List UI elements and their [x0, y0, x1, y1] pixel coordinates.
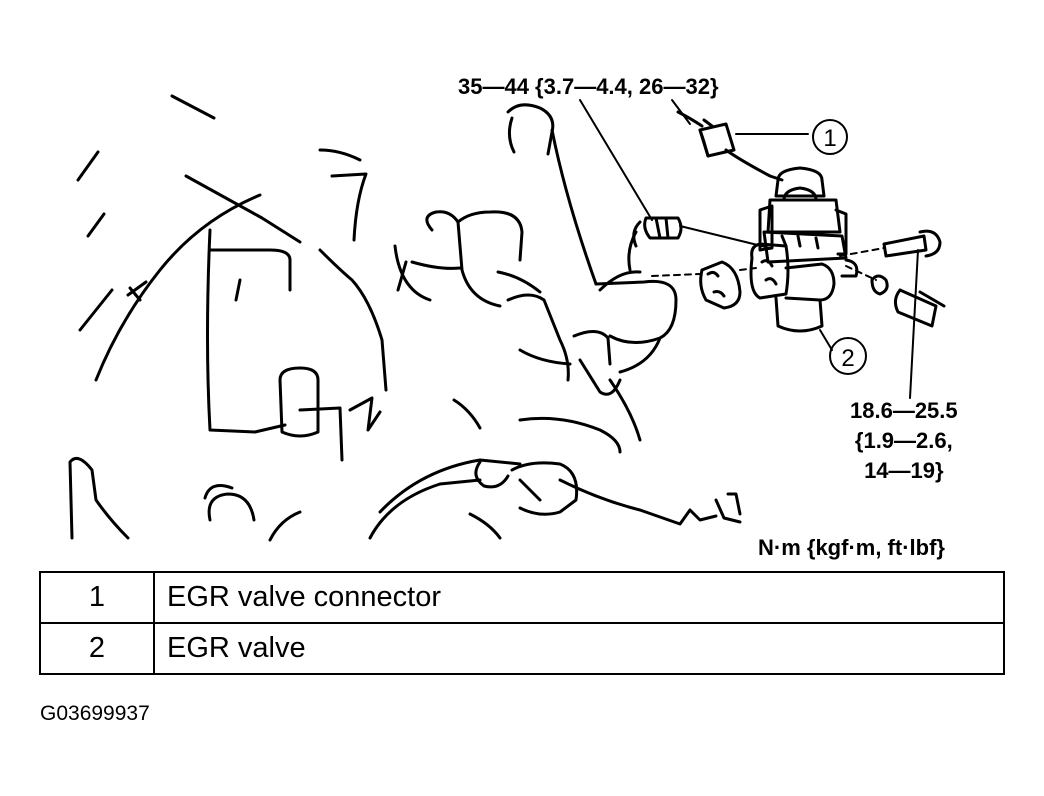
legend-description: EGR valve [153, 622, 1005, 675]
alignment-lines [651, 247, 885, 281]
legend-row: 2 EGR valve [39, 622, 1005, 675]
legend-number: 1 [39, 571, 155, 624]
gasket [699, 260, 742, 310]
torque-spec-bolt-line-3: 14—19} [864, 458, 944, 483]
torque-spec-bolt: 18.6—25.5 {1.9—2.6, 14—19} [850, 396, 958, 486]
torque-spec-bolt-line-1: 18.6—25.5 [850, 398, 958, 423]
marker-1-label: 1 [823, 125, 836, 152]
pipe-fitting [643, 216, 683, 240]
torque-spec-pipe-fitting: 35—44 {3.7—4.4, 26—32} [458, 74, 719, 99]
legend-description: EGR valve connector [153, 571, 1005, 624]
torque-units: N·m {kgf·m, ft·lbf} [758, 535, 945, 560]
mounting-nut [870, 274, 946, 328]
egr-valve-connector [676, 110, 784, 182]
torque-spec-bolt-line-2: {1.9—2.6, [854, 428, 953, 453]
mounting-bolt [882, 229, 942, 258]
marker-1-circle [812, 119, 848, 155]
marker-2-label: 2 [841, 345, 854, 372]
figure-id: G03699937 [40, 702, 150, 725]
engine-background-lines [68, 94, 742, 542]
legend-table: 1 EGR valve connector 2 EGR valve [39, 571, 1005, 675]
egr-valve [749, 166, 859, 333]
engine-diagram: 1 2 [68, 94, 946, 542]
leader-lines [579, 99, 919, 399]
marker-2-circle [829, 337, 867, 375]
legend-row: 1 EGR valve connector [39, 571, 1005, 624]
legend-number: 2 [39, 622, 155, 675]
